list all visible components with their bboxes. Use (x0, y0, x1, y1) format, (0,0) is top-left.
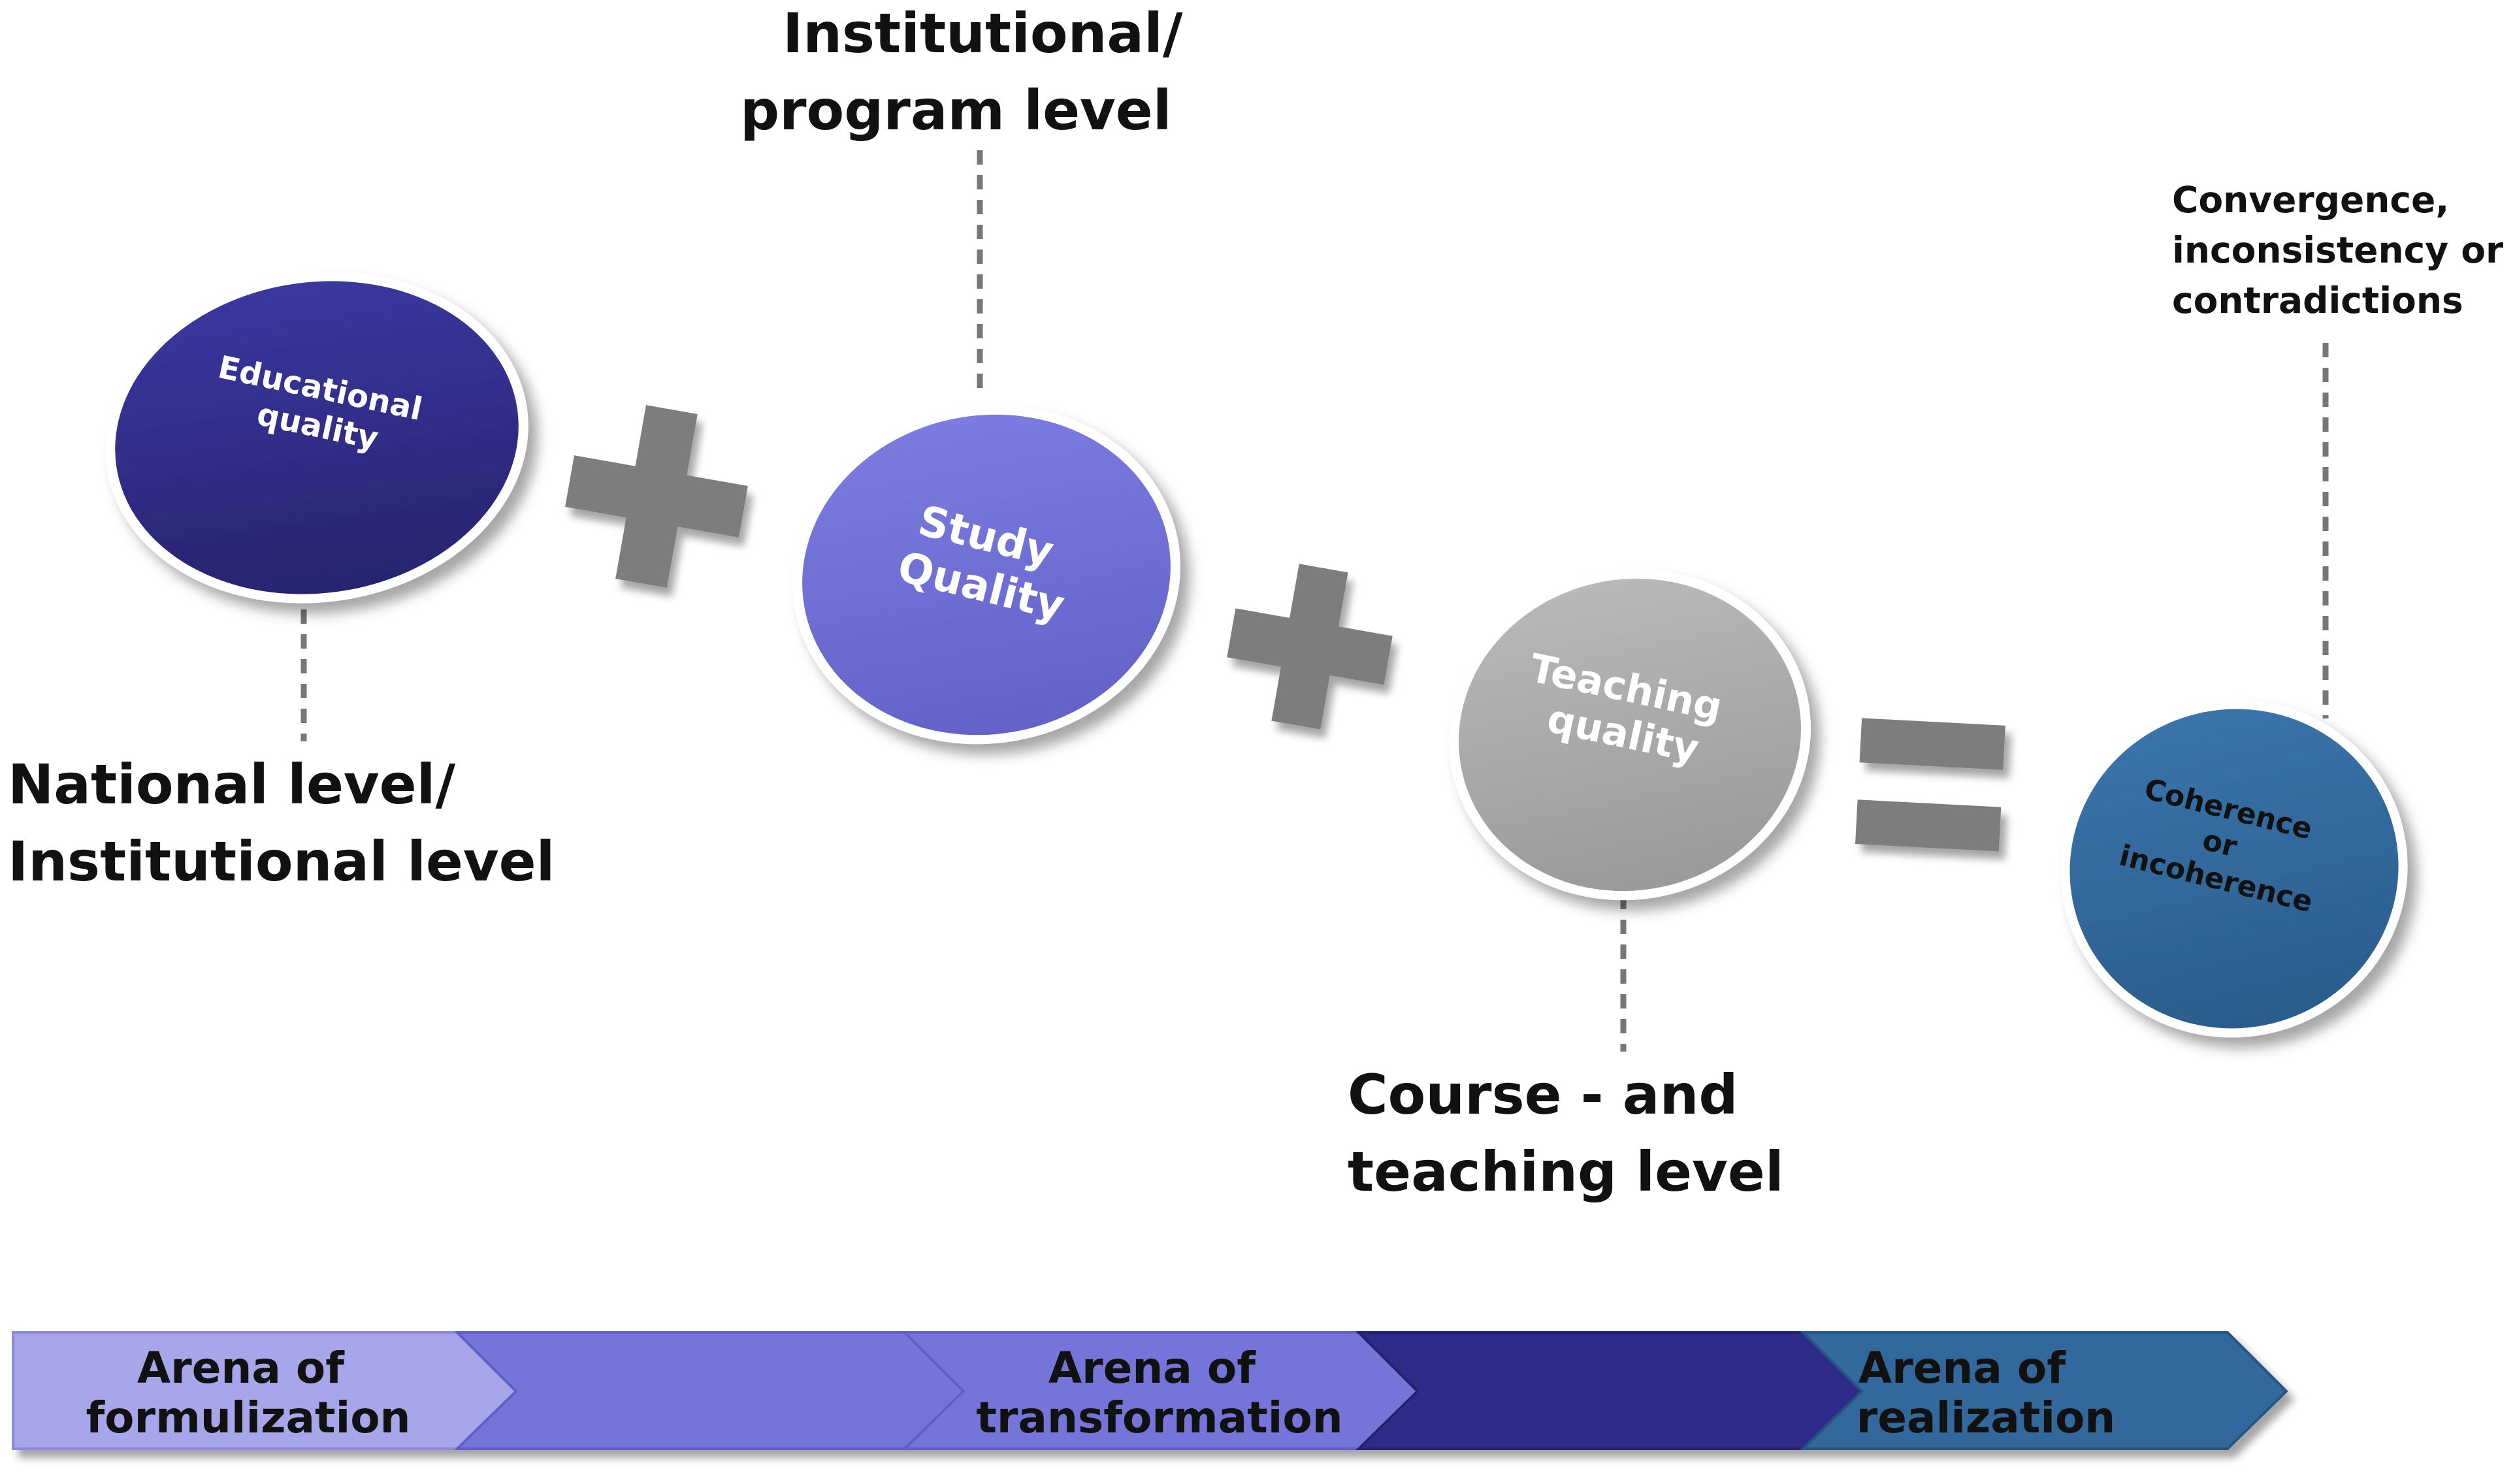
arena-realization-label: Arena of realization (1857, 1343, 2116, 1443)
institutional-line-2: program level (740, 78, 1172, 142)
educational-quality-ellipse (105, 272, 528, 604)
institutional-line-1: Institutional/ (783, 1, 1183, 65)
national-level-label: National level/ Institutional level (8, 752, 555, 894)
arena-transformation-label: Arena of transformation (976, 1343, 1342, 1443)
national-line-2: Institutional level (8, 830, 555, 894)
arena-transformation-line-1: Arena of (1048, 1343, 1256, 1393)
arena-chevron-2 (454, 1331, 965, 1450)
convergence-label: Convergence, inconsistency or contradict… (2172, 179, 2515, 321)
institutional-level-label: Institutional/ program level (740, 1, 1202, 142)
course-level-label: Course - and teaching level (1348, 1063, 1784, 1204)
course-line-2: teaching level (1348, 1140, 1784, 1204)
arena-band (12, 1331, 2288, 1450)
plus-icon (565, 405, 748, 588)
convergence-line-2: inconsistency or (2172, 229, 2503, 271)
arena-realization-line-1: Arena of (1858, 1343, 2066, 1393)
arena-formulization-line-2: formulization (86, 1393, 410, 1443)
arena-chevron-4 (1355, 1331, 1864, 1450)
arena-transformation-line-2: transformation (976, 1393, 1342, 1443)
study-quality-ellipse (792, 405, 1180, 745)
plus-icon (1227, 564, 1393, 730)
national-line-1: National level/ (8, 752, 455, 816)
teaching-quality-ellipse (1449, 569, 1811, 901)
convergence-line-3: contradictions (2172, 280, 2463, 321)
course-line-1: Course - and (1348, 1063, 1738, 1127)
arena-formulization-line-1: Arena of (137, 1343, 345, 1393)
coherence-ellipse (2060, 700, 2408, 1038)
equals-icon (1855, 718, 2005, 852)
arena-realization-line-2: realization (1857, 1393, 2116, 1443)
arena-formulization-label: Arena of formulization (86, 1343, 410, 1443)
convergence-line-1: Convergence, (2172, 179, 2449, 221)
arena-chevron-5 (1800, 1331, 2288, 1450)
